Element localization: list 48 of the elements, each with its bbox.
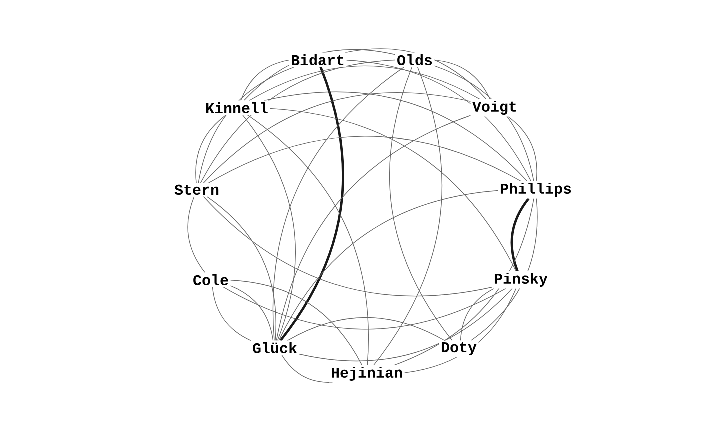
connector (230, 280, 363, 366)
connector (203, 92, 472, 184)
connector (196, 114, 227, 184)
name-label: Doty (442, 342, 477, 356)
connector (280, 66, 344, 342)
connector (208, 136, 522, 184)
connector (276, 115, 472, 342)
name-label: Bidart (292, 54, 344, 66)
connector (270, 108, 517, 272)
connector (264, 92, 528, 182)
connector (394, 198, 534, 366)
connector (390, 66, 453, 342)
connector (510, 198, 530, 272)
connector (434, 66, 534, 182)
connector (278, 190, 499, 342)
connector (404, 288, 517, 374)
connector (200, 60, 396, 184)
connector (242, 114, 296, 342)
connector (298, 288, 513, 362)
name-label: Glück (253, 342, 298, 354)
name-label: Cole (194, 274, 228, 286)
connector (212, 286, 252, 342)
connector (508, 116, 538, 182)
name-label: Pinsky (495, 273, 548, 287)
connector (374, 66, 442, 366)
name-label: Stern (174, 184, 219, 196)
connector (434, 60, 491, 100)
connector (470, 198, 538, 342)
name-label: Voigt (472, 100, 516, 116)
name-label: Olds (398, 54, 432, 66)
connector (346, 60, 532, 182)
connector (230, 286, 274, 342)
connector (198, 66, 295, 184)
connector (287, 317, 446, 342)
connector (240, 60, 290, 102)
name-label: Hejinian (332, 367, 402, 381)
connector (223, 286, 506, 330)
name-label: Phillips (501, 183, 572, 197)
connector (460, 288, 495, 342)
connector (203, 196, 493, 297)
connector (244, 49, 396, 102)
connector (188, 196, 206, 274)
connector (272, 66, 405, 342)
name-label: Kinnell (206, 102, 268, 114)
connector (249, 66, 480, 102)
connector (344, 48, 487, 100)
connector (247, 114, 370, 366)
connector (206, 196, 277, 342)
